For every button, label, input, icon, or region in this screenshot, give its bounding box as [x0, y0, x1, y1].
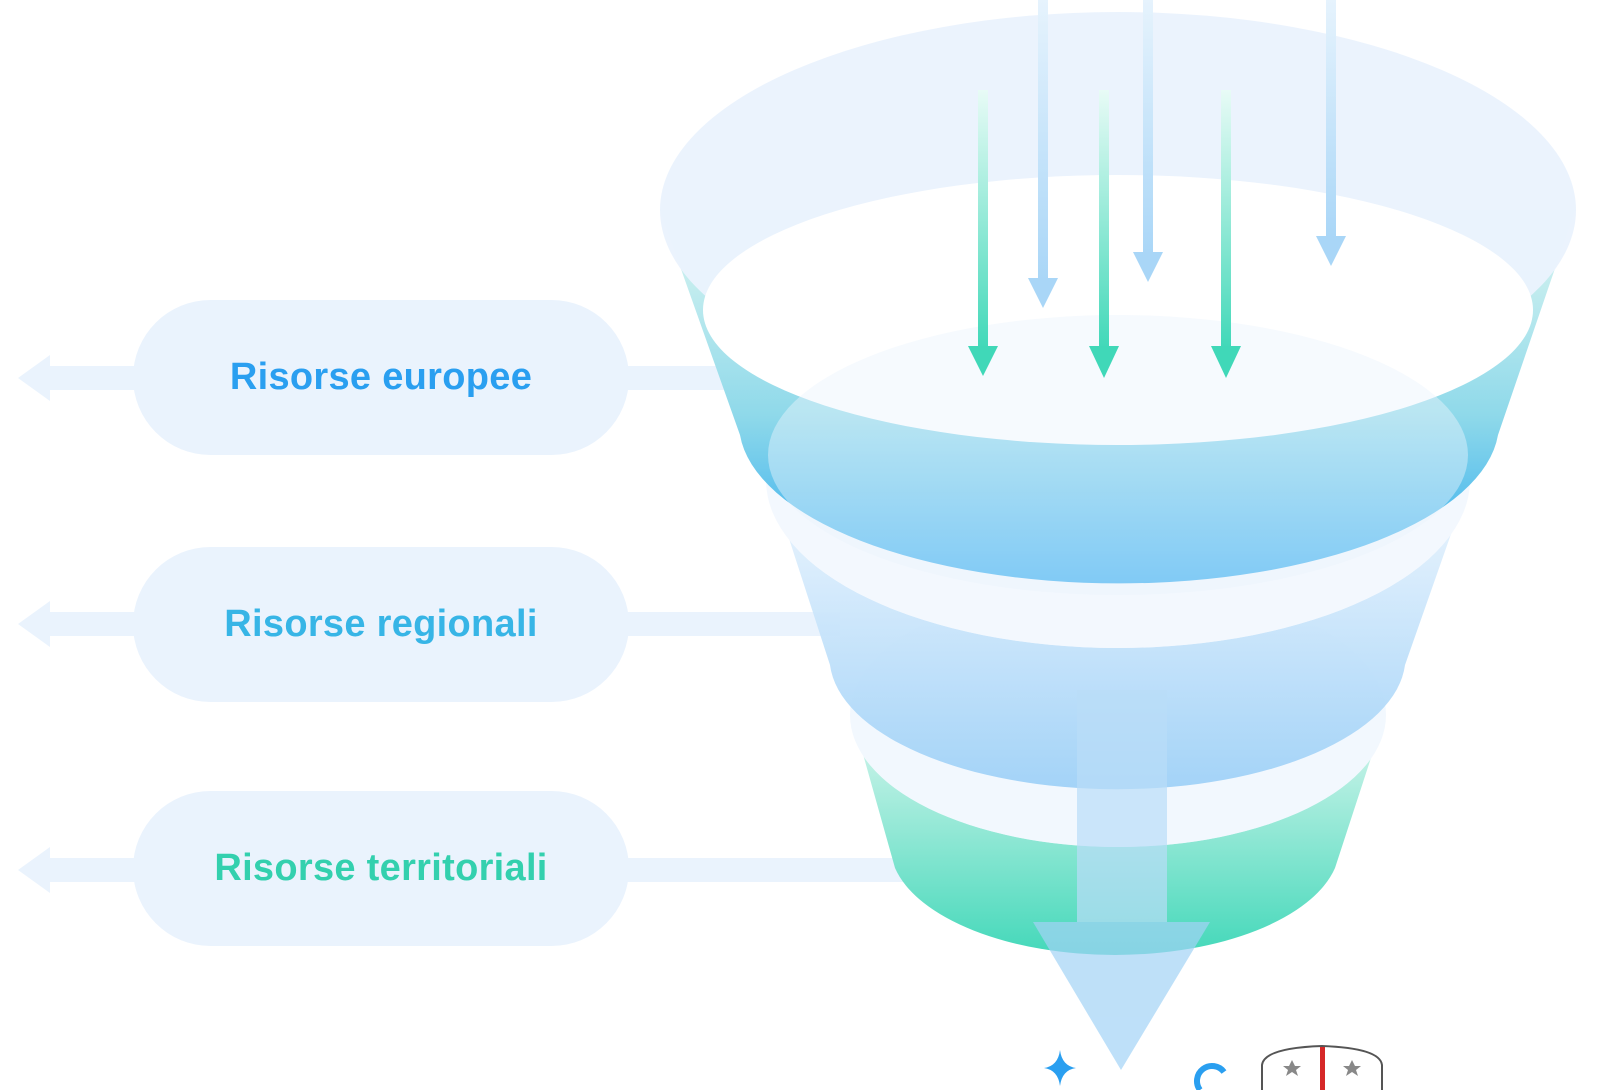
left-arrow-europee-icon — [18, 355, 140, 401]
level-pill-europee: Risorse europee — [133, 300, 629, 455]
down-arrow-icon — [968, 346, 998, 376]
down-arrow-icon — [1133, 252, 1163, 282]
down-arrow-icon — [1211, 346, 1241, 378]
left-arrow-territoriali-icon — [18, 847, 140, 893]
down-arrow-icon — [1316, 236, 1346, 266]
level-label-territoriali: Risorse territoriali — [214, 847, 548, 889]
connector-bar-regionali — [610, 612, 840, 636]
funnel-top-section — [660, 12, 1576, 595]
level-pill-territoriali: Risorse territoriali — [133, 791, 629, 946]
blue-arrow-shaft — [1326, 0, 1336, 240]
down-arrow-icon — [1089, 346, 1119, 378]
partial-logo-icon — [1194, 1063, 1227, 1090]
blue-arrow-shaft — [1143, 0, 1153, 256]
teal-arrow-shaft — [1221, 90, 1231, 350]
teal-arrow-shaft — [978, 90, 988, 350]
level-label-europee: Risorse europee — [229, 356, 533, 398]
output-arrow — [1033, 690, 1210, 1070]
left-arrow-regionali-icon — [18, 601, 140, 647]
down-arrow-icon — [1028, 278, 1058, 308]
sparkle-icon — [1044, 1050, 1076, 1086]
teal-arrow-shaft — [1099, 90, 1109, 350]
left-arrows — [18, 355, 140, 893]
coat-of-arms-icon — [1261, 1044, 1383, 1090]
blue-arrow-shaft — [1038, 0, 1048, 282]
connector-bar-territoriali — [610, 858, 910, 882]
level-pill-regionali: Risorse regionali — [133, 547, 629, 702]
level-label-regionali: Risorse regionali — [224, 603, 538, 645]
input-arrows — [968, 0, 1346, 378]
